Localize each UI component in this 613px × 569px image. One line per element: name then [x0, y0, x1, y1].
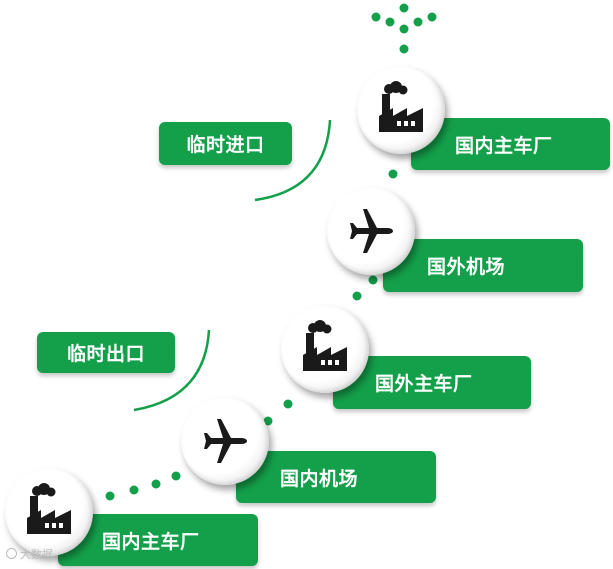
dotted-path	[105, 3, 437, 501]
export-arc	[133, 329, 211, 412]
node-foreign-airport: 国外机场	[383, 239, 583, 292]
import-route-label: 临时进口	[159, 122, 292, 165]
factory-icon	[27, 483, 71, 534]
watermark-logo-icon	[6, 548, 17, 559]
factory-icon	[303, 320, 347, 371]
node-domestic-factory-destination-badge	[357, 66, 445, 154]
factory-icon	[379, 81, 423, 132]
import-arc	[254, 119, 332, 202]
node-domestic-factory-origin-badge	[5, 468, 93, 556]
node-domestic-airport: 国内机场	[236, 451, 436, 503]
node-domestic-factory-destination: 国内主车厂	[411, 118, 610, 170]
node-domestic-airport-badge	[181, 397, 269, 485]
export-route-label: 临时出口	[37, 332, 175, 373]
airplane-icon	[204, 419, 247, 463]
node-foreign-factory-badge	[281, 305, 369, 393]
node-foreign-airport-badge	[327, 187, 415, 275]
watermark: 大数据	[6, 546, 53, 562]
airplane-icon	[350, 209, 393, 253]
